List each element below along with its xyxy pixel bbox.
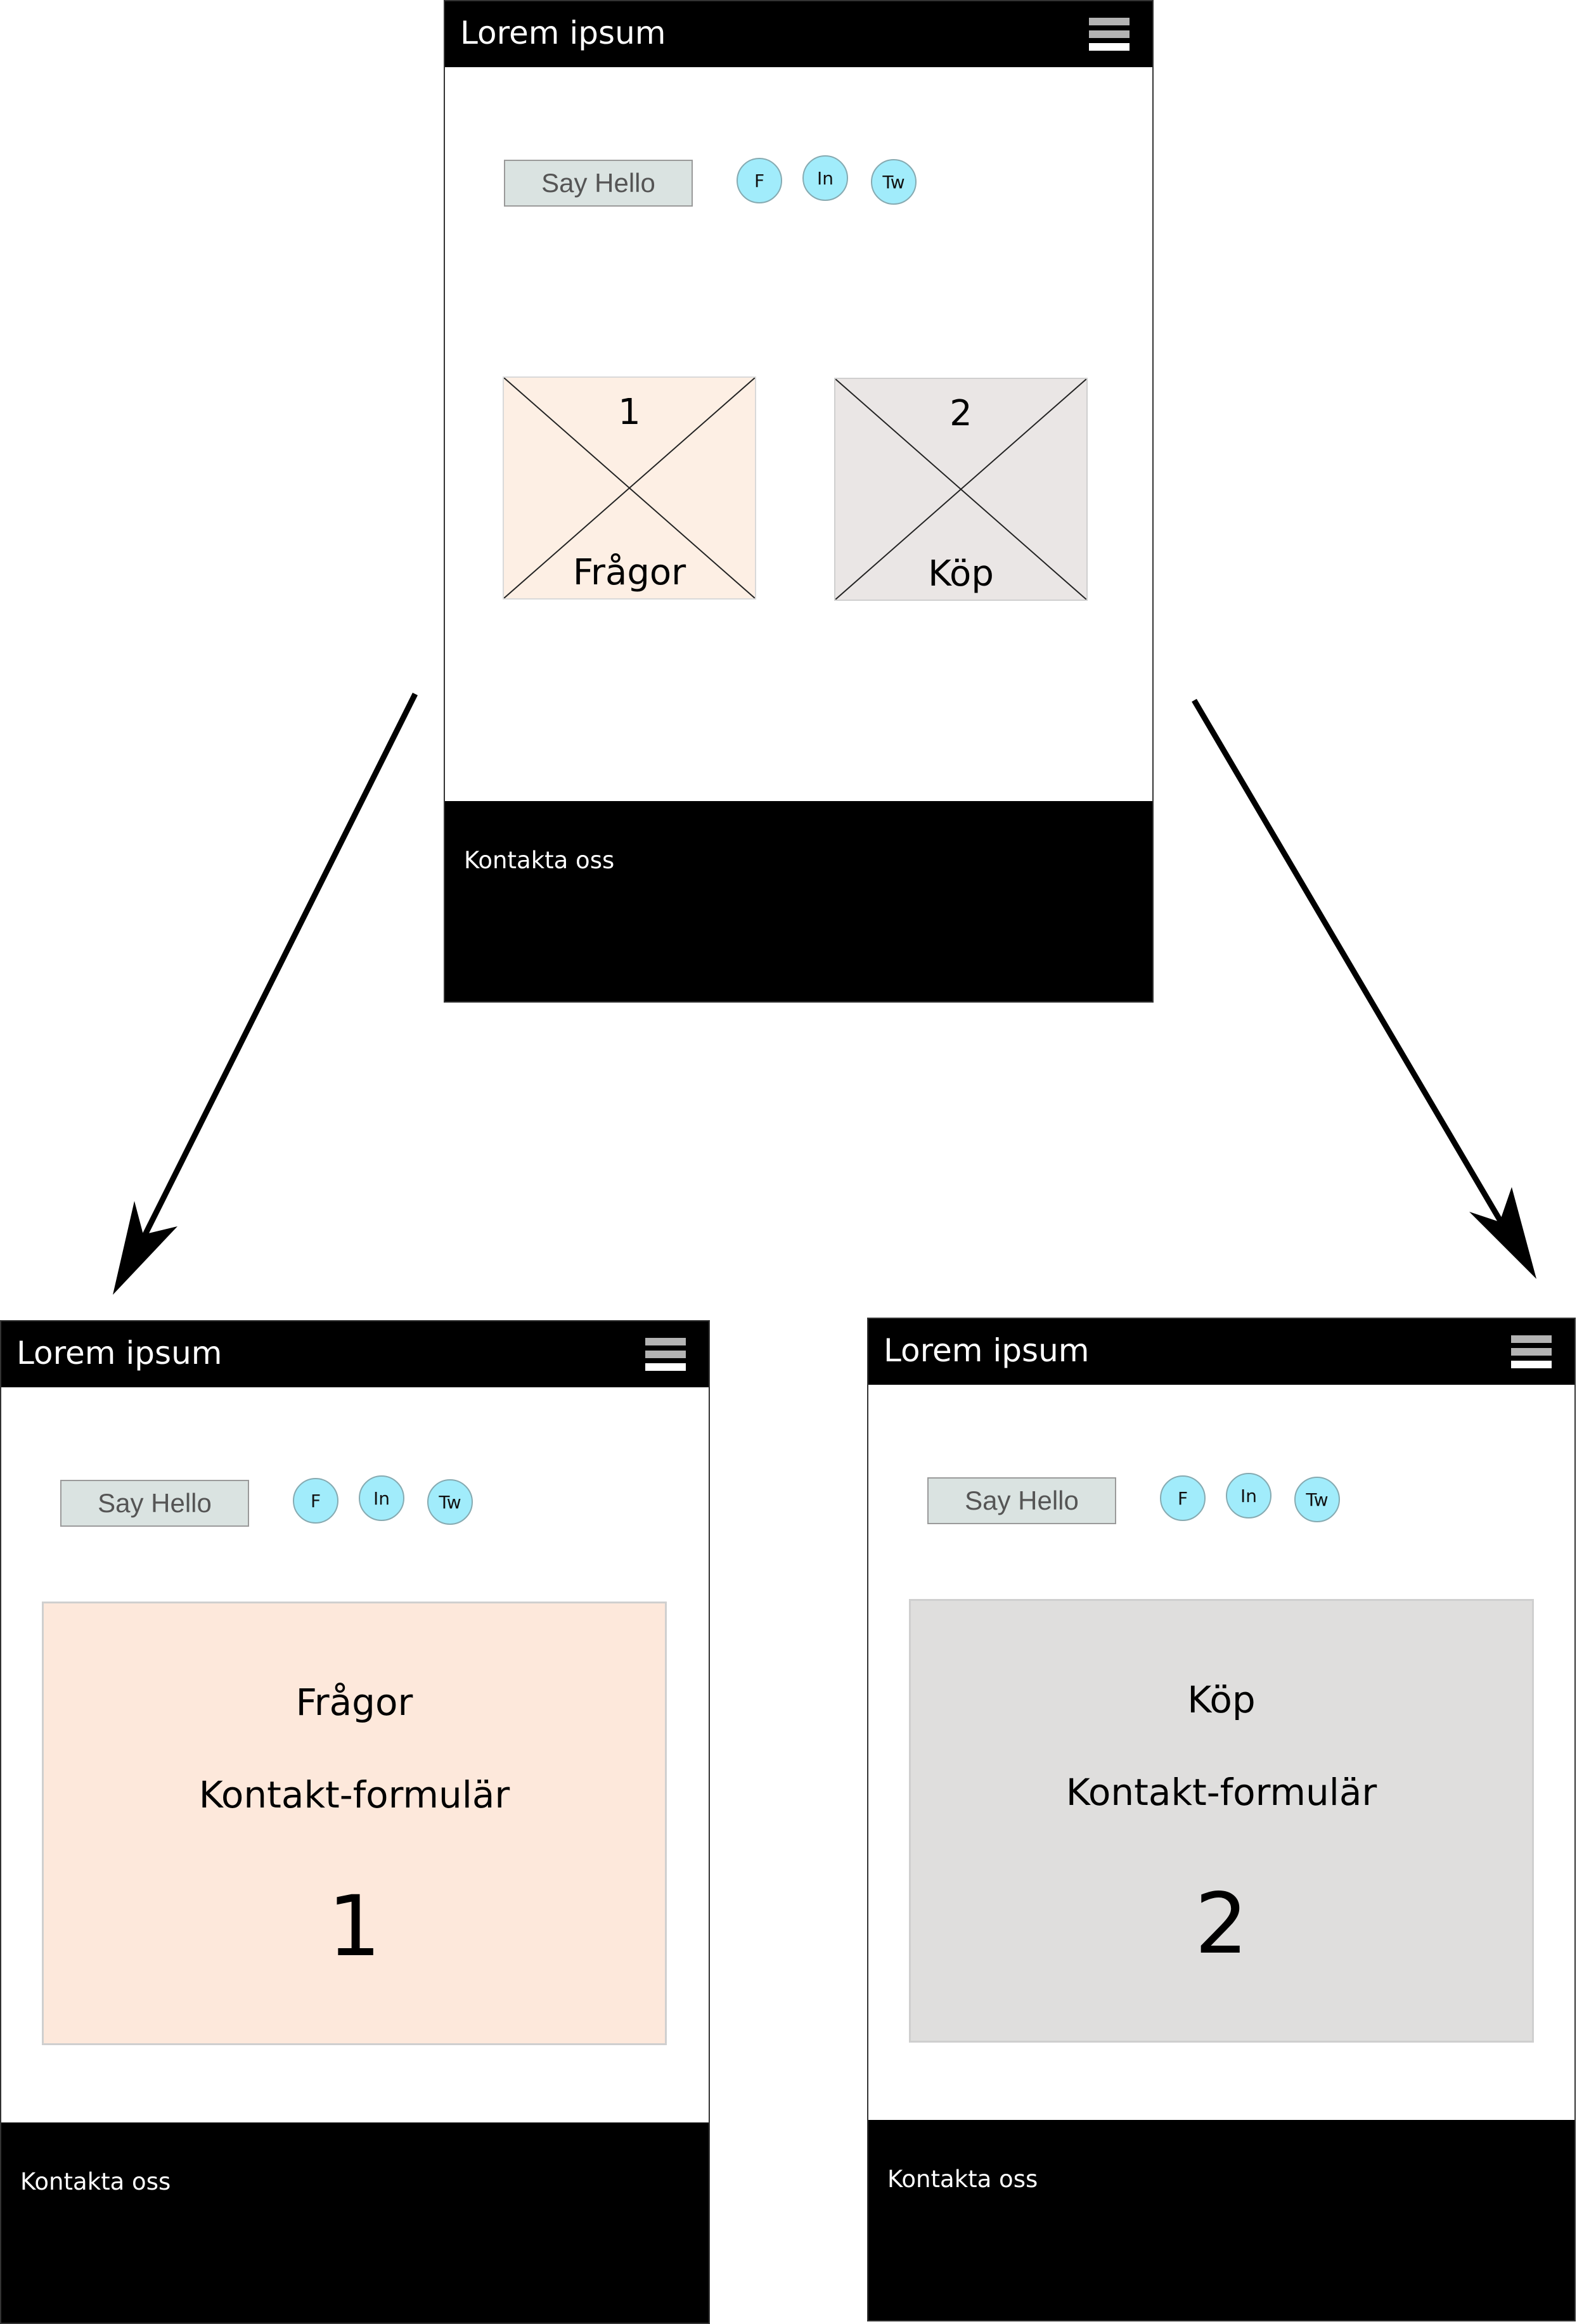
- tile-kop[interactable]: 2 Köp: [834, 378, 1088, 601]
- instagram-button[interactable]: In: [802, 155, 848, 201]
- home-screen: Lorem ipsum Say Hello F In Tw 1 Frågor 2…: [444, 0, 1154, 1003]
- header-title: Lorem ipsum: [884, 1332, 1090, 1369]
- hamburger-menu-icon[interactable]: [1511, 1335, 1552, 1368]
- tile-fragor[interactable]: 1 Frågor: [503, 376, 756, 600]
- panel-number: 1: [328, 1878, 381, 1975]
- twitter-button[interactable]: Tw: [871, 159, 917, 205]
- panel-number: 2: [1195, 1875, 1248, 1973]
- footer: Kontakta oss: [868, 2120, 1574, 2320]
- image-placeholder-icon: [504, 378, 755, 598]
- tile-label: Frågor: [572, 552, 686, 593]
- tile-number: 2: [949, 393, 972, 434]
- panel-title: Frågor: [295, 1681, 413, 1724]
- header-title: Lorem ipsum: [16, 1335, 222, 1371]
- header: Lorem ipsum: [1, 1321, 709, 1387]
- header: Lorem ipsum: [868, 1319, 1574, 1385]
- contact-link[interactable]: Kontakta oss: [464, 847, 615, 874]
- facebook-button[interactable]: F: [737, 158, 782, 203]
- arrow-down-icon: [113, 692, 418, 1295]
- instagram-button[interactable]: In: [1226, 1473, 1271, 1518]
- hamburger-menu-icon[interactable]: [645, 1338, 686, 1371]
- say-hello-button[interactable]: Say Hello: [60, 1480, 249, 1527]
- panel-subtitle: Kontakt-formulär: [1065, 1771, 1377, 1814]
- hamburger-menu-icon[interactable]: [1089, 18, 1130, 51]
- contact-link[interactable]: Kontakta oss: [20, 2168, 171, 2195]
- contact-form-panel: Köp Kontakt-formulär 2: [909, 1599, 1534, 2043]
- facebook-button[interactable]: F: [1160, 1475, 1206, 1521]
- tile-number: 1: [618, 392, 641, 433]
- say-hello-button[interactable]: Say Hello: [504, 160, 693, 207]
- panel-subtitle: Kontakt-formulär: [198, 1773, 510, 1816]
- facebook-button[interactable]: F: [293, 1478, 338, 1524]
- image-placeholder-icon: [835, 379, 1086, 600]
- tile-label: Köp: [928, 553, 994, 594]
- header-title: Lorem ipsum: [460, 15, 666, 51]
- fragor-screen: Lorem ipsum Say Hello F In Tw Frågor Kon…: [0, 1320, 710, 2324]
- contact-form-panel: Frågor Kontakt-formulär 1: [42, 1602, 667, 2045]
- header: Lorem ipsum: [445, 1, 1152, 67]
- kop-screen: Lorem ipsum Say Hello F In Tw Köp Kontak…: [867, 1318, 1576, 2321]
- twitter-button[interactable]: Tw: [1294, 1477, 1340, 1522]
- footer: Kontakta oss: [445, 801, 1152, 1001]
- twitter-button[interactable]: Tw: [427, 1479, 473, 1525]
- footer: Kontakta oss: [1, 2122, 709, 2323]
- arrow-down-icon: [1192, 698, 1536, 1279]
- instagram-button[interactable]: In: [359, 1475, 404, 1521]
- panel-title: Köp: [1187, 1678, 1256, 1721]
- say-hello-button[interactable]: Say Hello: [927, 1477, 1116, 1524]
- contact-link[interactable]: Kontakta oss: [887, 2166, 1038, 2193]
